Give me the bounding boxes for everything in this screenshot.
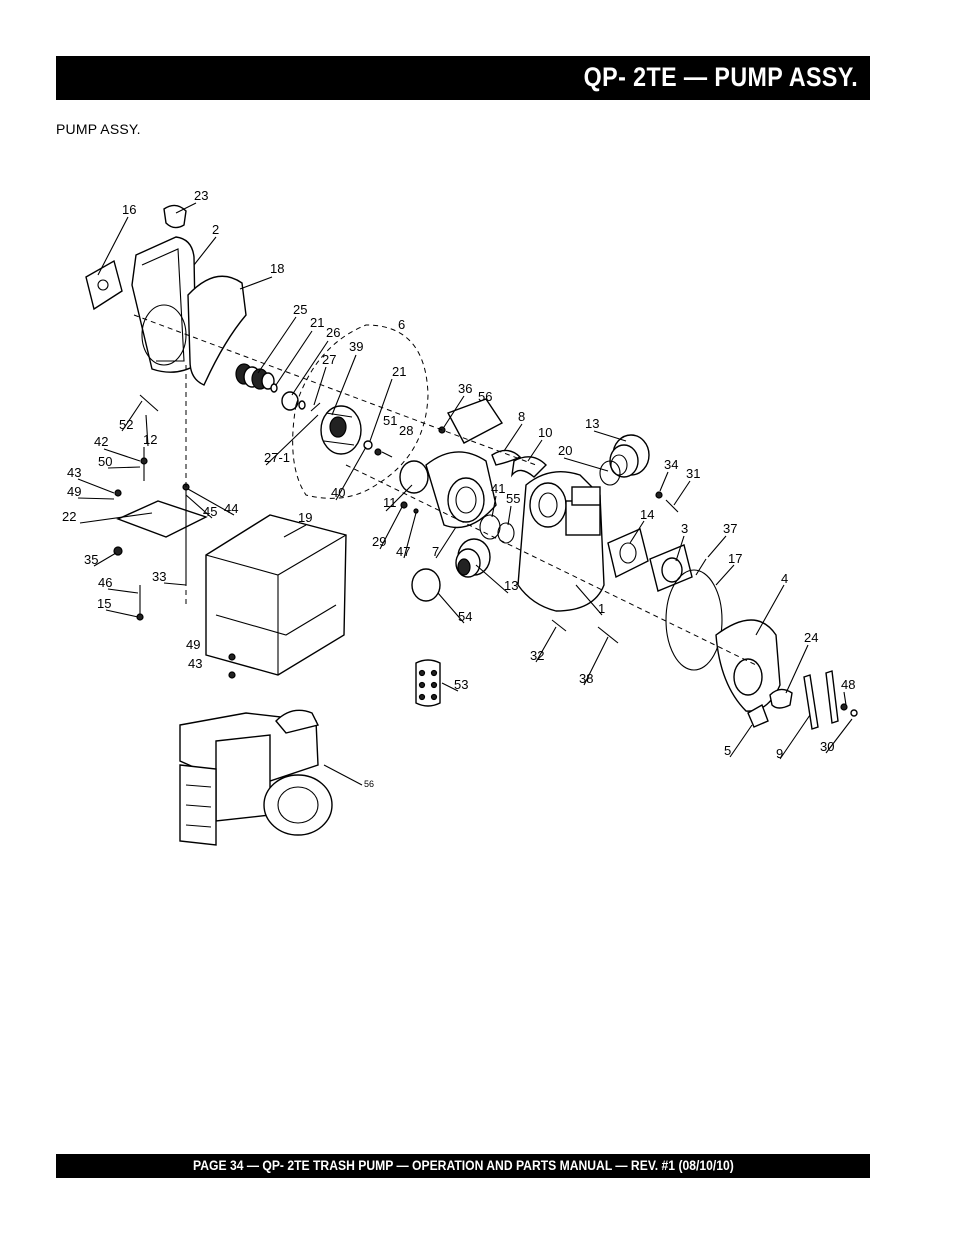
page-title-bar: QP- 2TE — PUMP ASSY. (56, 56, 870, 100)
label-26: 26 (326, 325, 340, 340)
label-48: 48 (841, 677, 855, 692)
label-47: 47 (396, 544, 410, 559)
label-32: 32 (530, 648, 544, 663)
label-29: 29 (372, 534, 386, 549)
label-31: 31 (686, 466, 700, 481)
part-plug-54 (411, 568, 441, 602)
label-21b: 21 (392, 364, 406, 379)
label-14: 14 (640, 507, 654, 522)
label-24: 24 (804, 630, 818, 645)
label-2: 2 (212, 222, 219, 237)
label-16: 16 (122, 202, 136, 217)
label-46: 46 (98, 575, 112, 590)
label-43: 43 (67, 465, 81, 480)
label-10: 10 (538, 425, 552, 440)
label-23: 23 (194, 188, 208, 203)
label-6: 6 (398, 317, 405, 332)
label-17: 17 (728, 551, 742, 566)
part-gasket-18 (187, 275, 247, 386)
label-49b: 49 (186, 637, 200, 652)
part-strainer-53 (415, 659, 441, 707)
label-38: 38 (579, 671, 593, 686)
label-30: 30 (820, 739, 834, 754)
label-3: 3 (681, 521, 688, 536)
label-25: 25 (293, 302, 307, 317)
label-50: 50 (98, 454, 112, 469)
part-frame-19 (205, 514, 347, 676)
label-8: 8 (518, 409, 525, 424)
label-44: 44 (224, 501, 238, 516)
label-55: 55 (506, 491, 520, 506)
label-51: 51 (383, 413, 397, 428)
label-41: 41 (491, 481, 505, 496)
label-34: 34 (664, 457, 678, 472)
label-7: 7 (432, 544, 439, 559)
page-title: QP- 2TE — PUMP ASSY. (583, 62, 858, 92)
label-36: 36 (458, 381, 472, 396)
label-39: 39 (349, 339, 363, 354)
label-19: 19 (298, 510, 312, 525)
label-53: 53 (454, 677, 468, 692)
page-footer: PAGE 34 — QP- 2TE TRASH PUMP — OPERATION… (56, 1154, 870, 1178)
label-15: 15 (97, 596, 111, 611)
label-56b: 56 (364, 779, 374, 789)
label-12: 12 (143, 432, 157, 447)
label-43b: 43 (188, 656, 202, 671)
engine-illustration (179, 709, 363, 846)
label-4: 4 (781, 571, 788, 586)
part-bracket-56 (447, 398, 504, 444)
label-35: 35 (84, 552, 98, 567)
label-54: 54 (458, 609, 472, 624)
label-18: 18 (270, 261, 284, 276)
label-11: 11 (383, 495, 397, 510)
label-22: 22 (62, 509, 76, 524)
label-13b: 13 (504, 578, 518, 593)
label-33: 33 (152, 569, 166, 584)
footer-text: PAGE 34 — QP- 2TE TRASH PUMP — OPERATION… (192, 1158, 734, 1173)
part-gasket-16 (85, 259, 123, 311)
label-9: 9 (776, 746, 783, 761)
label-45: 45 (203, 504, 217, 519)
label-20: 20 (558, 443, 572, 458)
label-37: 37 (723, 521, 737, 536)
label-13: 13 (585, 416, 599, 431)
section-caption: PUMP ASSY. (56, 121, 141, 137)
label-42: 42 (94, 434, 108, 449)
label-5: 5 (724, 743, 731, 758)
part-base-22 (116, 500, 208, 538)
label-28: 28 (399, 423, 413, 438)
label-21: 21 (310, 315, 324, 330)
label-56: 56 (478, 389, 492, 404)
label-49: 49 (67, 484, 81, 499)
pump-assembly-diagram: 16 23 2 18 25 21 26 6 39 27 21 36 56 8 1… (56, 165, 870, 865)
label-1: 1 (598, 601, 605, 616)
part-cap-23 (163, 204, 187, 229)
label-27: 27 (322, 352, 336, 367)
